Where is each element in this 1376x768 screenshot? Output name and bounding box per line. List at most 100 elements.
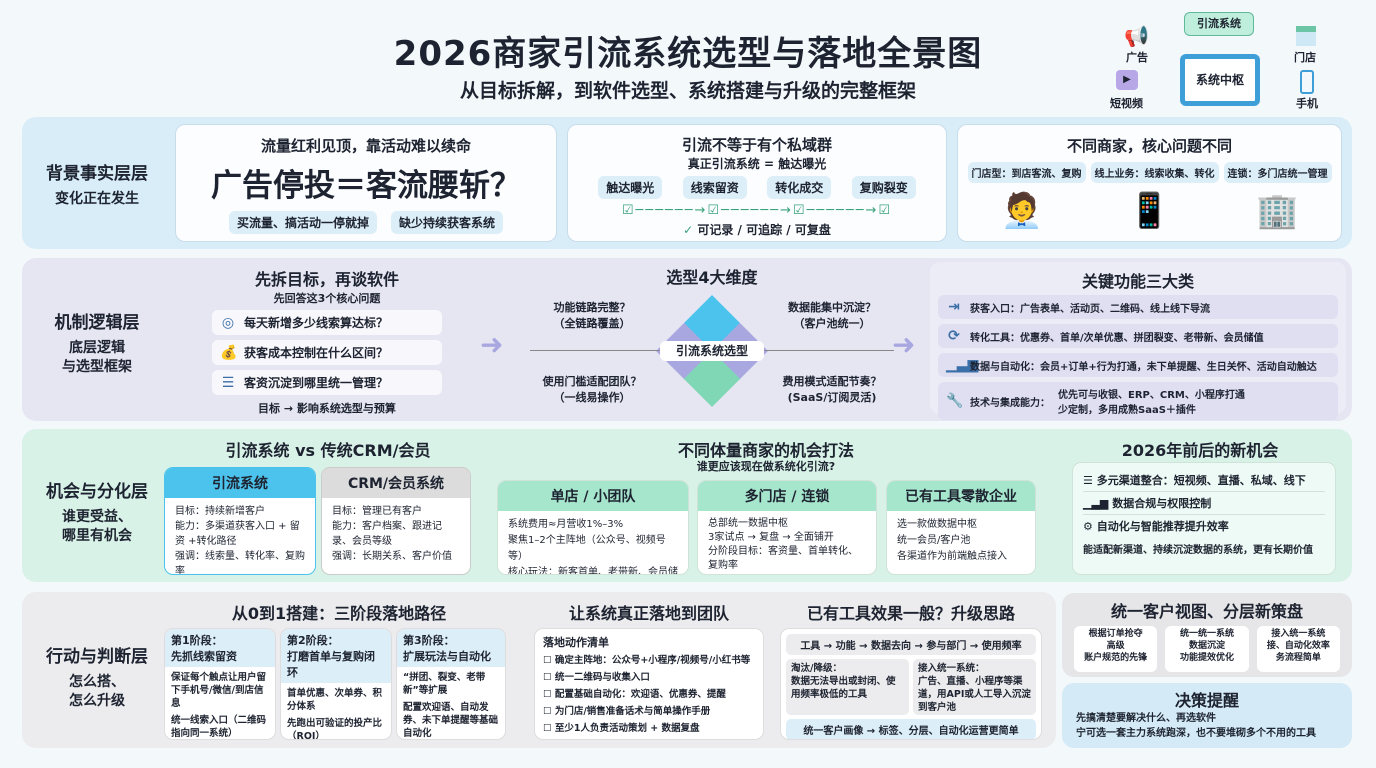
section-title: 从0到1搭建：三阶段落地路径	[231, 604, 447, 623]
checkbox-icon[interactable]: ☐	[543, 723, 555, 734]
megaphone-icon: 📢	[1124, 24, 1149, 48]
unified-cell: 接入统一系统 接、自动化效率 务流程简单	[1256, 626, 1340, 672]
card-title: 流量红利见顶，靠活动难以续命	[260, 137, 471, 155]
checklist-text: 统一二维码与收集入口	[554, 672, 650, 683]
question: 获客成本控制在什么区间？	[244, 346, 389, 360]
hub-center-label: 系统中枢	[1195, 73, 1244, 87]
chart-icon: ▁▃▆	[1083, 497, 1113, 510]
stage-line: 先跑出可验证的投产比（ROI）	[287, 718, 383, 740]
checkbox-icon[interactable]: ☐	[543, 655, 555, 666]
page-title: 2026商家引流系统选型与落地全景图	[393, 34, 983, 74]
stage-line: 配置欢迎语、自动发券、未下单提醒等基础自动化	[403, 702, 499, 739]
row4-subtitle: 怎么搭、 怎么升级	[69, 674, 125, 709]
dimension-note: （全链路覆盖）	[553, 317, 631, 330]
decision-reminder-panel: 决策提醒 先搞清楚要解决什么、再选软件 宁可选一套主力系统跑深，也不要堆砌多个不…	[1062, 683, 1352, 748]
row1-subtitle: 变化正在发生	[55, 191, 139, 207]
question: 每天新增多少线索算达标？	[244, 316, 389, 330]
dimension-question: 使用门槛适配团队？	[542, 375, 642, 388]
stage-card: 第1阶段：先抓线索留资 保证每个触点让用户留下手机号/微信/到店信息统一线索入口…	[164, 628, 276, 740]
tag: 买流量、搞活动一停就掉	[228, 211, 377, 234]
opportunity-item: 自动化与智能推荐提升效率	[1096, 520, 1229, 533]
card-line: 强调：长期关系、客户价值	[332, 551, 452, 562]
dimension-note: （客户池统一）	[793, 317, 871, 330]
unified-view-panel: 统一客户视图、分层新策盘 根据订单抢夺 高级 账户规范的先锋 统一统一系统 数据…	[1062, 593, 1352, 677]
step: 线索留资	[682, 176, 747, 199]
upgrade-right-title: 接入统一系统：	[918, 663, 985, 674]
store-icon	[1296, 26, 1316, 46]
size-card-enterprise: 已有工具零散企业 选一款做数据中枢统一会员/客户池各渠道作为前端触点接入	[886, 480, 1036, 575]
tag: 线上业务：线索收集、转化	[1090, 162, 1219, 183]
row3-label: 机会与分化层 谁更受益、 哪里有机会	[22, 477, 172, 546]
row2-label: 机制逻辑层 底层逻辑 与选型框架	[22, 308, 172, 377]
upgrade-left-text: 数据无法导出或封闭、使用频率极低的工具	[791, 676, 896, 700]
feature-key: 转化工具：	[970, 332, 1020, 344]
card-title: CRM/会员系统	[322, 468, 470, 498]
section-title: 不同体量商家的机会打法	[677, 441, 854, 460]
building-icon: 🏢	[1255, 191, 1299, 231]
row1-title: 背景事实层层	[46, 164, 148, 184]
tag: 连锁：多门店统一管理	[1223, 162, 1332, 183]
card-footer: 可记录 / 可追踪 / 可复盘	[697, 223, 831, 237]
page-subtitle: 从目标拆解，到软件选型、系统搭建与升级的完整框架	[459, 80, 916, 102]
card-merchant-types: 不同商家，核心问题不同 门店型：到店客流、复购 线上业务：线索收集、转化 连锁：…	[957, 124, 1342, 242]
refresh-icon: ⟳	[948, 328, 960, 344]
hub-right1: 门店	[1294, 51, 1316, 64]
checklist-item[interactable]: ☐ 配置基础自动化：欢迎语、优惠券、提醒	[543, 686, 755, 703]
card-line: 能力：多渠道获客入口 + 留资 +转化路径	[175, 521, 300, 547]
checklist-item[interactable]: ☐ 确定主阵地：公众号+小程序/视频号/小红书等	[543, 652, 755, 669]
decision-line: 宁可选一套主力系统跑深，也不要堆砌多个不用的工具	[1076, 728, 1316, 739]
section-title: 已有工具效果一般？升级思路	[806, 604, 1015, 623]
section-title: 选型4大维度	[666, 268, 758, 287]
question: 客资沉淀到哪里统一管理？	[244, 376, 389, 390]
stage-card: 第2阶段：打磨首单与复购闭环 首单优惠、次单券、积分体系先跑出可验证的投产比（R…	[280, 628, 392, 740]
card-title: 已有工具零散企业	[887, 481, 1035, 511]
card-private-domain: 引流不等于有个私域群 真正引流系统 = 触达曝光 触达曝光 线索留资 转化成交 …	[567, 124, 947, 242]
new-opportunity-card: ☰ 多元渠道整合：短视频、直播、私域、线下 ▁▃▆ 数据合规与权限控制 ⚙ 自动…	[1072, 462, 1336, 575]
section-subtitle: 谁更应该现在做系统化引流?	[696, 460, 836, 473]
stage-title: 打磨首单与复购闭环	[287, 650, 375, 679]
card-title: 引流不等于有个私域群	[681, 136, 832, 154]
step: 转化成交	[767, 176, 832, 199]
row2-subtitle: 底层逻辑 与选型框架	[62, 340, 132, 375]
wrench-icon: 🔧	[946, 393, 964, 409]
center-label: 引流系统选型	[660, 341, 764, 361]
feature-key: 技术与集成能力：	[970, 397, 1050, 409]
video-icon: ▶	[1116, 70, 1138, 90]
layers-icon: ☰	[1083, 474, 1097, 487]
step: 复购裂变	[851, 176, 916, 199]
opportunity-item: 多元渠道整合：短视频、直播、私域、线下	[1096, 474, 1306, 487]
feature-value: 少定制，多用成熟SaaS＋插件	[1058, 405, 1196, 416]
stage-line: 首单优惠、次单券、积分体系	[287, 688, 383, 712]
card-title: 多门店 / 连锁	[698, 481, 876, 511]
size-card-small: 单店 / 小团队 系统费用≈月营收1%–3%聚焦1–2个主阵地（公众号、视频号等…	[497, 480, 689, 575]
section-footer: 目标 → 影响系统选型与预算	[258, 402, 396, 415]
row4-label: 行动与判断层 怎么搭、 怎么升级	[22, 642, 172, 711]
dimension-question: 数据能集中沉淀？	[788, 301, 876, 314]
gear-icon: ⚙	[1083, 520, 1097, 533]
checklist-item[interactable]: ☐ 至少1人负责活动策划 + 数据复盘	[543, 720, 755, 737]
checklist-item[interactable]: ☐ 为门店/销售准备话术与简单操作手册	[543, 703, 755, 720]
checkbox-icon[interactable]: ☐	[543, 689, 555, 700]
feature-value: 会员+订单+行为打通，未下单提醒、生日关怀、活动自动触达	[1040, 361, 1317, 373]
checkbox-icon[interactable]: ☐	[543, 706, 555, 717]
lead-system-card: 引流系统 目标：持续新增客户能力：多渠道获客入口 + 留资 +转化路径强调：线索…	[164, 467, 316, 575]
row1-label: 背景事实层层 变化正在发生	[22, 159, 172, 209]
card-headline: 广告停投＝客流腰斩？	[211, 168, 521, 204]
card-title: 引流系统	[165, 468, 315, 498]
row4-title: 行动与判断层	[46, 647, 148, 667]
checklist-item[interactable]: ☐ 统一二维码与收集入口	[543, 669, 755, 686]
key-features-card: 关键功能三大类 ⇥获客入口：广告表单、活动页、二维码、线上线下导流 ⟳转化工具：…	[930, 262, 1346, 420]
row-opportunity: 机会与分化层 谁更受益、 哪里有机会 引流系统 vs 传统CRM/会员 引流系统…	[22, 429, 1352, 582]
unified-cell: 根据订单抢夺 高级 账户规范的先锋	[1074, 626, 1158, 672]
checkbox-icon[interactable]: ☐	[543, 672, 555, 683]
card-line: 能力：客户档案、跟进记录、会员等级	[332, 521, 442, 547]
card-line: 3家试点 → 复盘 → 全面铺开	[708, 532, 834, 543]
hub-right2: 手机	[1296, 97, 1318, 110]
stage-line: 统一线索入口（二维码指向同一系统）	[171, 715, 267, 739]
card-subtitle: 真正引流系统 = 触达曝光	[687, 157, 827, 171]
card-line: 总部统一数据中枢	[708, 518, 788, 529]
arrow-right-icon: ➜	[480, 328, 504, 361]
database-icon: ☰	[221, 374, 235, 391]
login-icon: ⇥	[948, 299, 960, 315]
